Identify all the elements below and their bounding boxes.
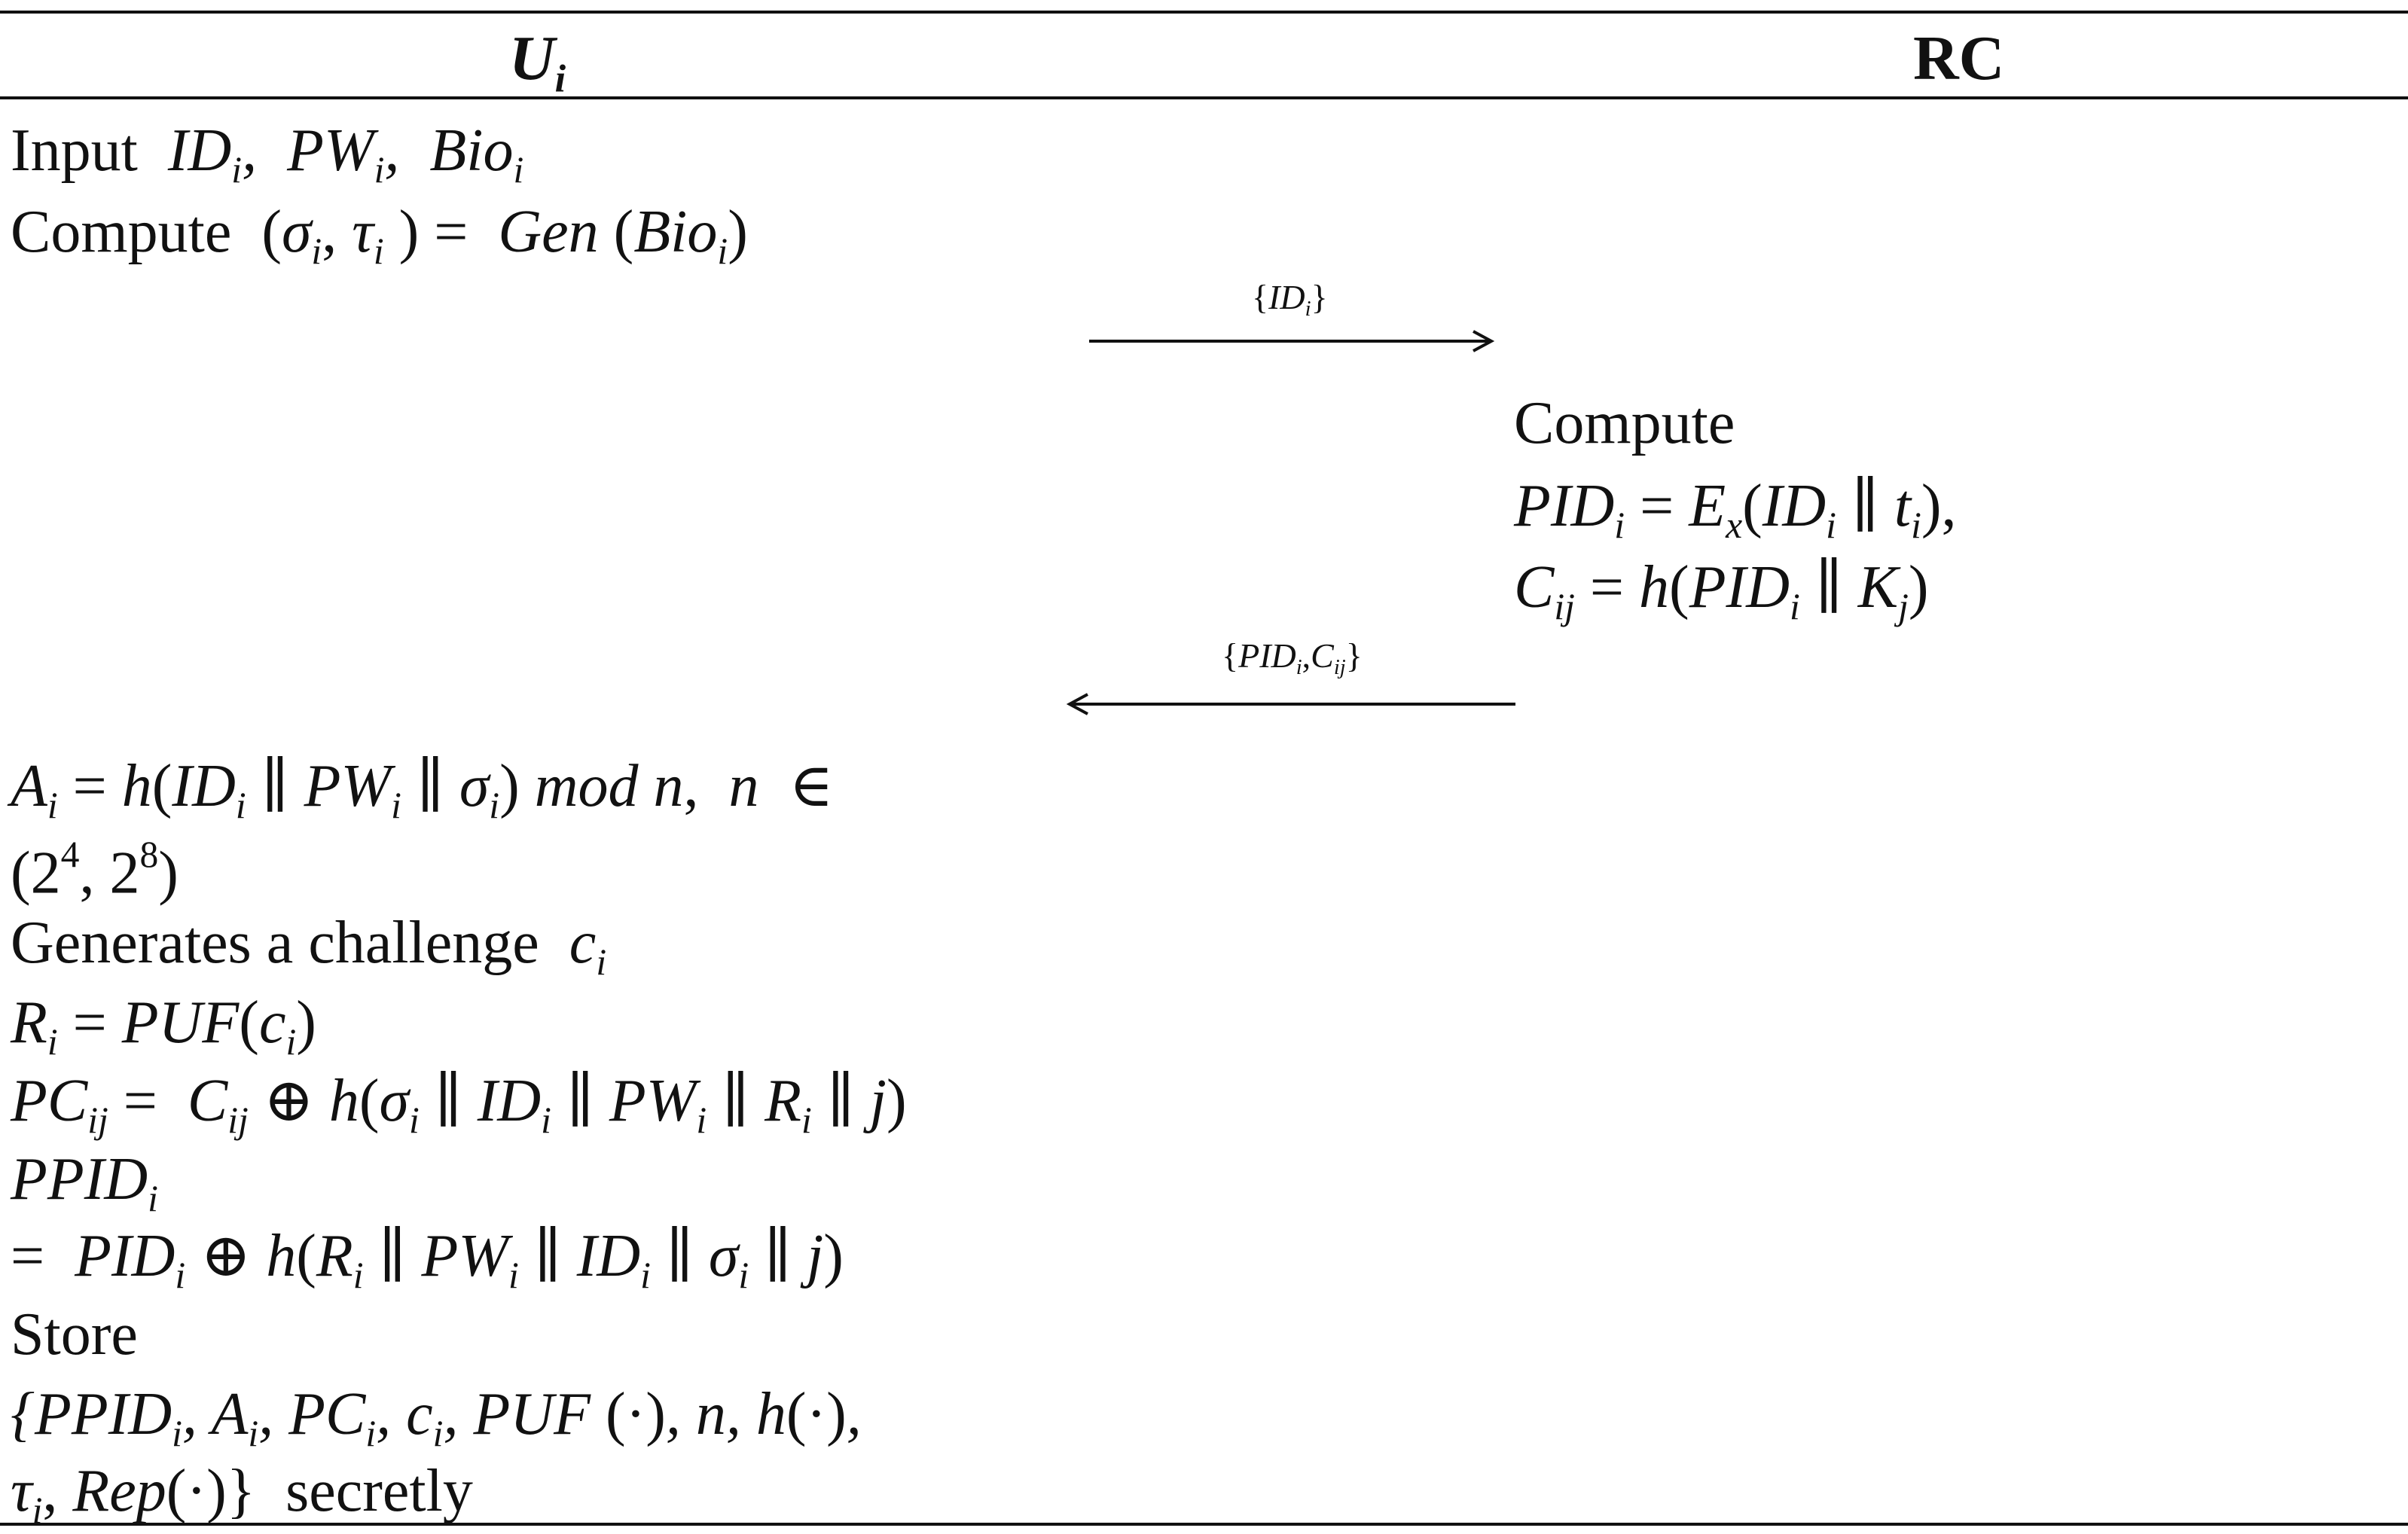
table-bottom-rule [0, 1523, 2408, 1526]
user-compute-gen-line: Compute (σi, τi ) = Gen (Bioi) [11, 199, 748, 272]
user-range-line: (24, 28) [11, 834, 179, 907]
user-ai-line: Ai = h(IDi ∥ PWi ∥ σi) mod n, n ∈ [11, 753, 834, 826]
header-bottom-rule [0, 96, 2408, 99]
user-pcij-line: PCij = Cij ⊕ h(σi ∥ IDi ∥ PWi ∥ Ri ∥ j) [11, 1068, 907, 1141]
user-challenge-line: Generates a challenge ci [11, 910, 607, 983]
user-puf-line: Ri = PUF(ci) [11, 990, 316, 1063]
user-store-secret-line: τi, Rep(·)} secretly [11, 1458, 473, 1531]
user-store-set-line: {PPIDi, Ai, PCi, ci, PUF (·), n, h(·), [11, 1381, 862, 1454]
user-store-line: Store [11, 1301, 138, 1368]
table-top-rule [0, 11, 2408, 14]
user-input-line: Input IDi, PWi, Bioi [11, 117, 524, 191]
rc-compute-line: Compute [1514, 390, 1735, 456]
user-column-header: Ui [509, 23, 566, 101]
rc-cij-line: Cij = h(PIDi ∥ Kj) [1514, 554, 1929, 627]
arrow-to-rc-icon [1089, 330, 1495, 352]
user-ppid-label-line: PPIDi [11, 1146, 158, 1219]
message-to-rc-label: {IDi} [1252, 278, 1328, 322]
message-to-user-label: {PIDi,Cij} [1222, 636, 1363, 680]
rc-pid-line: PIDi = Ex(IDi ∥ ti), [1514, 473, 1957, 546]
arrow-to-user-icon [1066, 693, 1515, 715]
user-ppid-formula-line: = PIDi ⊕ h(Ri ∥ PWi ∥ IDi ∥ σi ∥ j) [11, 1223, 844, 1296]
rc-column-header: RC [1913, 23, 2005, 93]
